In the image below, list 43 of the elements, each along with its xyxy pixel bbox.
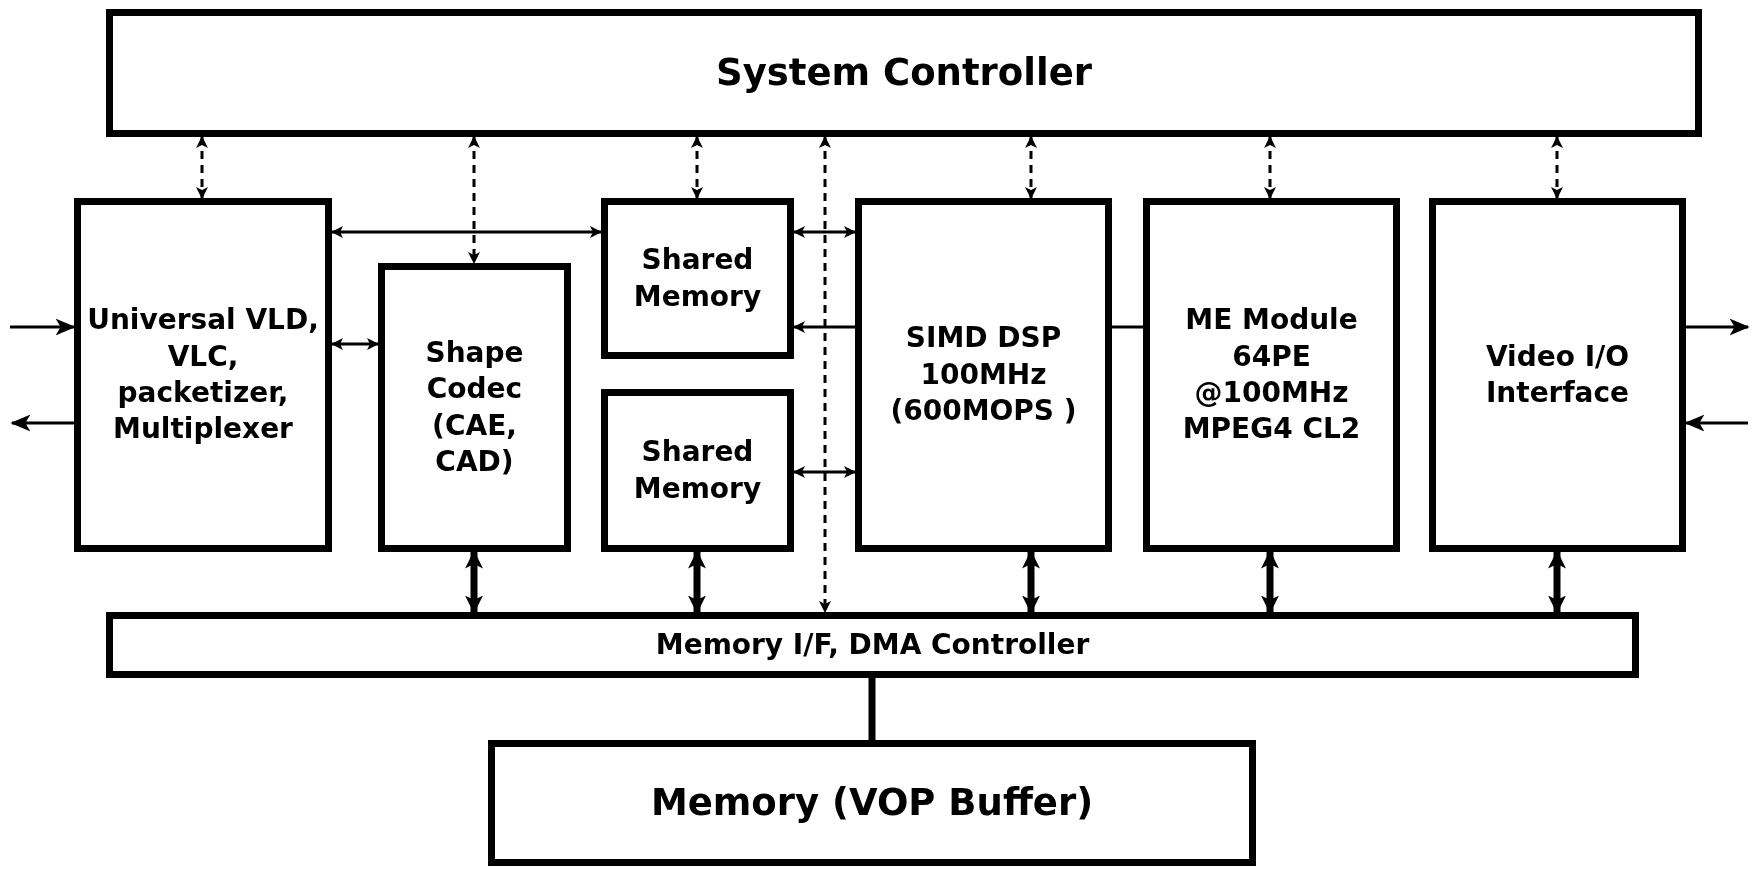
box-label: Video I/O Interface [1484,338,1631,411]
arrow [1686,318,1750,336]
memory-box [601,389,794,552]
arrow [1548,550,1566,614]
box-label: Shape Codec (CAE, CAD) [424,334,525,480]
module-box [74,198,332,552]
module-box [1143,198,1400,552]
box-label: Memory (VOP Buffer) [649,779,1095,826]
module-box [378,263,571,552]
arrow [331,226,602,238]
arrow [468,136,480,264]
arrow [819,136,831,613]
arrow [1261,550,1279,614]
arrow [465,550,483,614]
memory-box [488,740,1256,866]
arrow [793,226,856,238]
controller-box [106,9,1702,137]
arrow [691,136,703,199]
box-label: Memory I/F, DMA Controller [654,626,1091,663]
box-label: ME Module 64PE @100MHz MPEG4 CL2 [1181,302,1362,448]
arrow [10,414,74,432]
interface-box [1429,198,1686,552]
connector-line [1112,325,1143,329]
box-label: System Controller [715,49,1093,96]
box-label: Shared Memory [632,434,763,507]
arrow [10,318,76,336]
arrow [331,338,379,350]
arrow [1264,136,1276,199]
box-label: SIMD DSP 100MHz (600MOPS ) [889,320,1078,430]
arrow [196,136,208,199]
controller-box [106,612,1639,678]
box-label: Universal VLD, VLC, packetizer, Multiplexer [86,302,320,448]
arrow [1022,550,1040,614]
arrow [688,550,706,614]
processor-box [855,198,1112,552]
memory-box [601,198,794,359]
arrow [1551,136,1563,199]
connector-line [868,678,876,740]
arrow [1684,414,1748,432]
arrow [793,321,855,333]
arrow [793,466,856,478]
box-label: Shared Memory [632,242,763,315]
arrow [1025,136,1037,199]
